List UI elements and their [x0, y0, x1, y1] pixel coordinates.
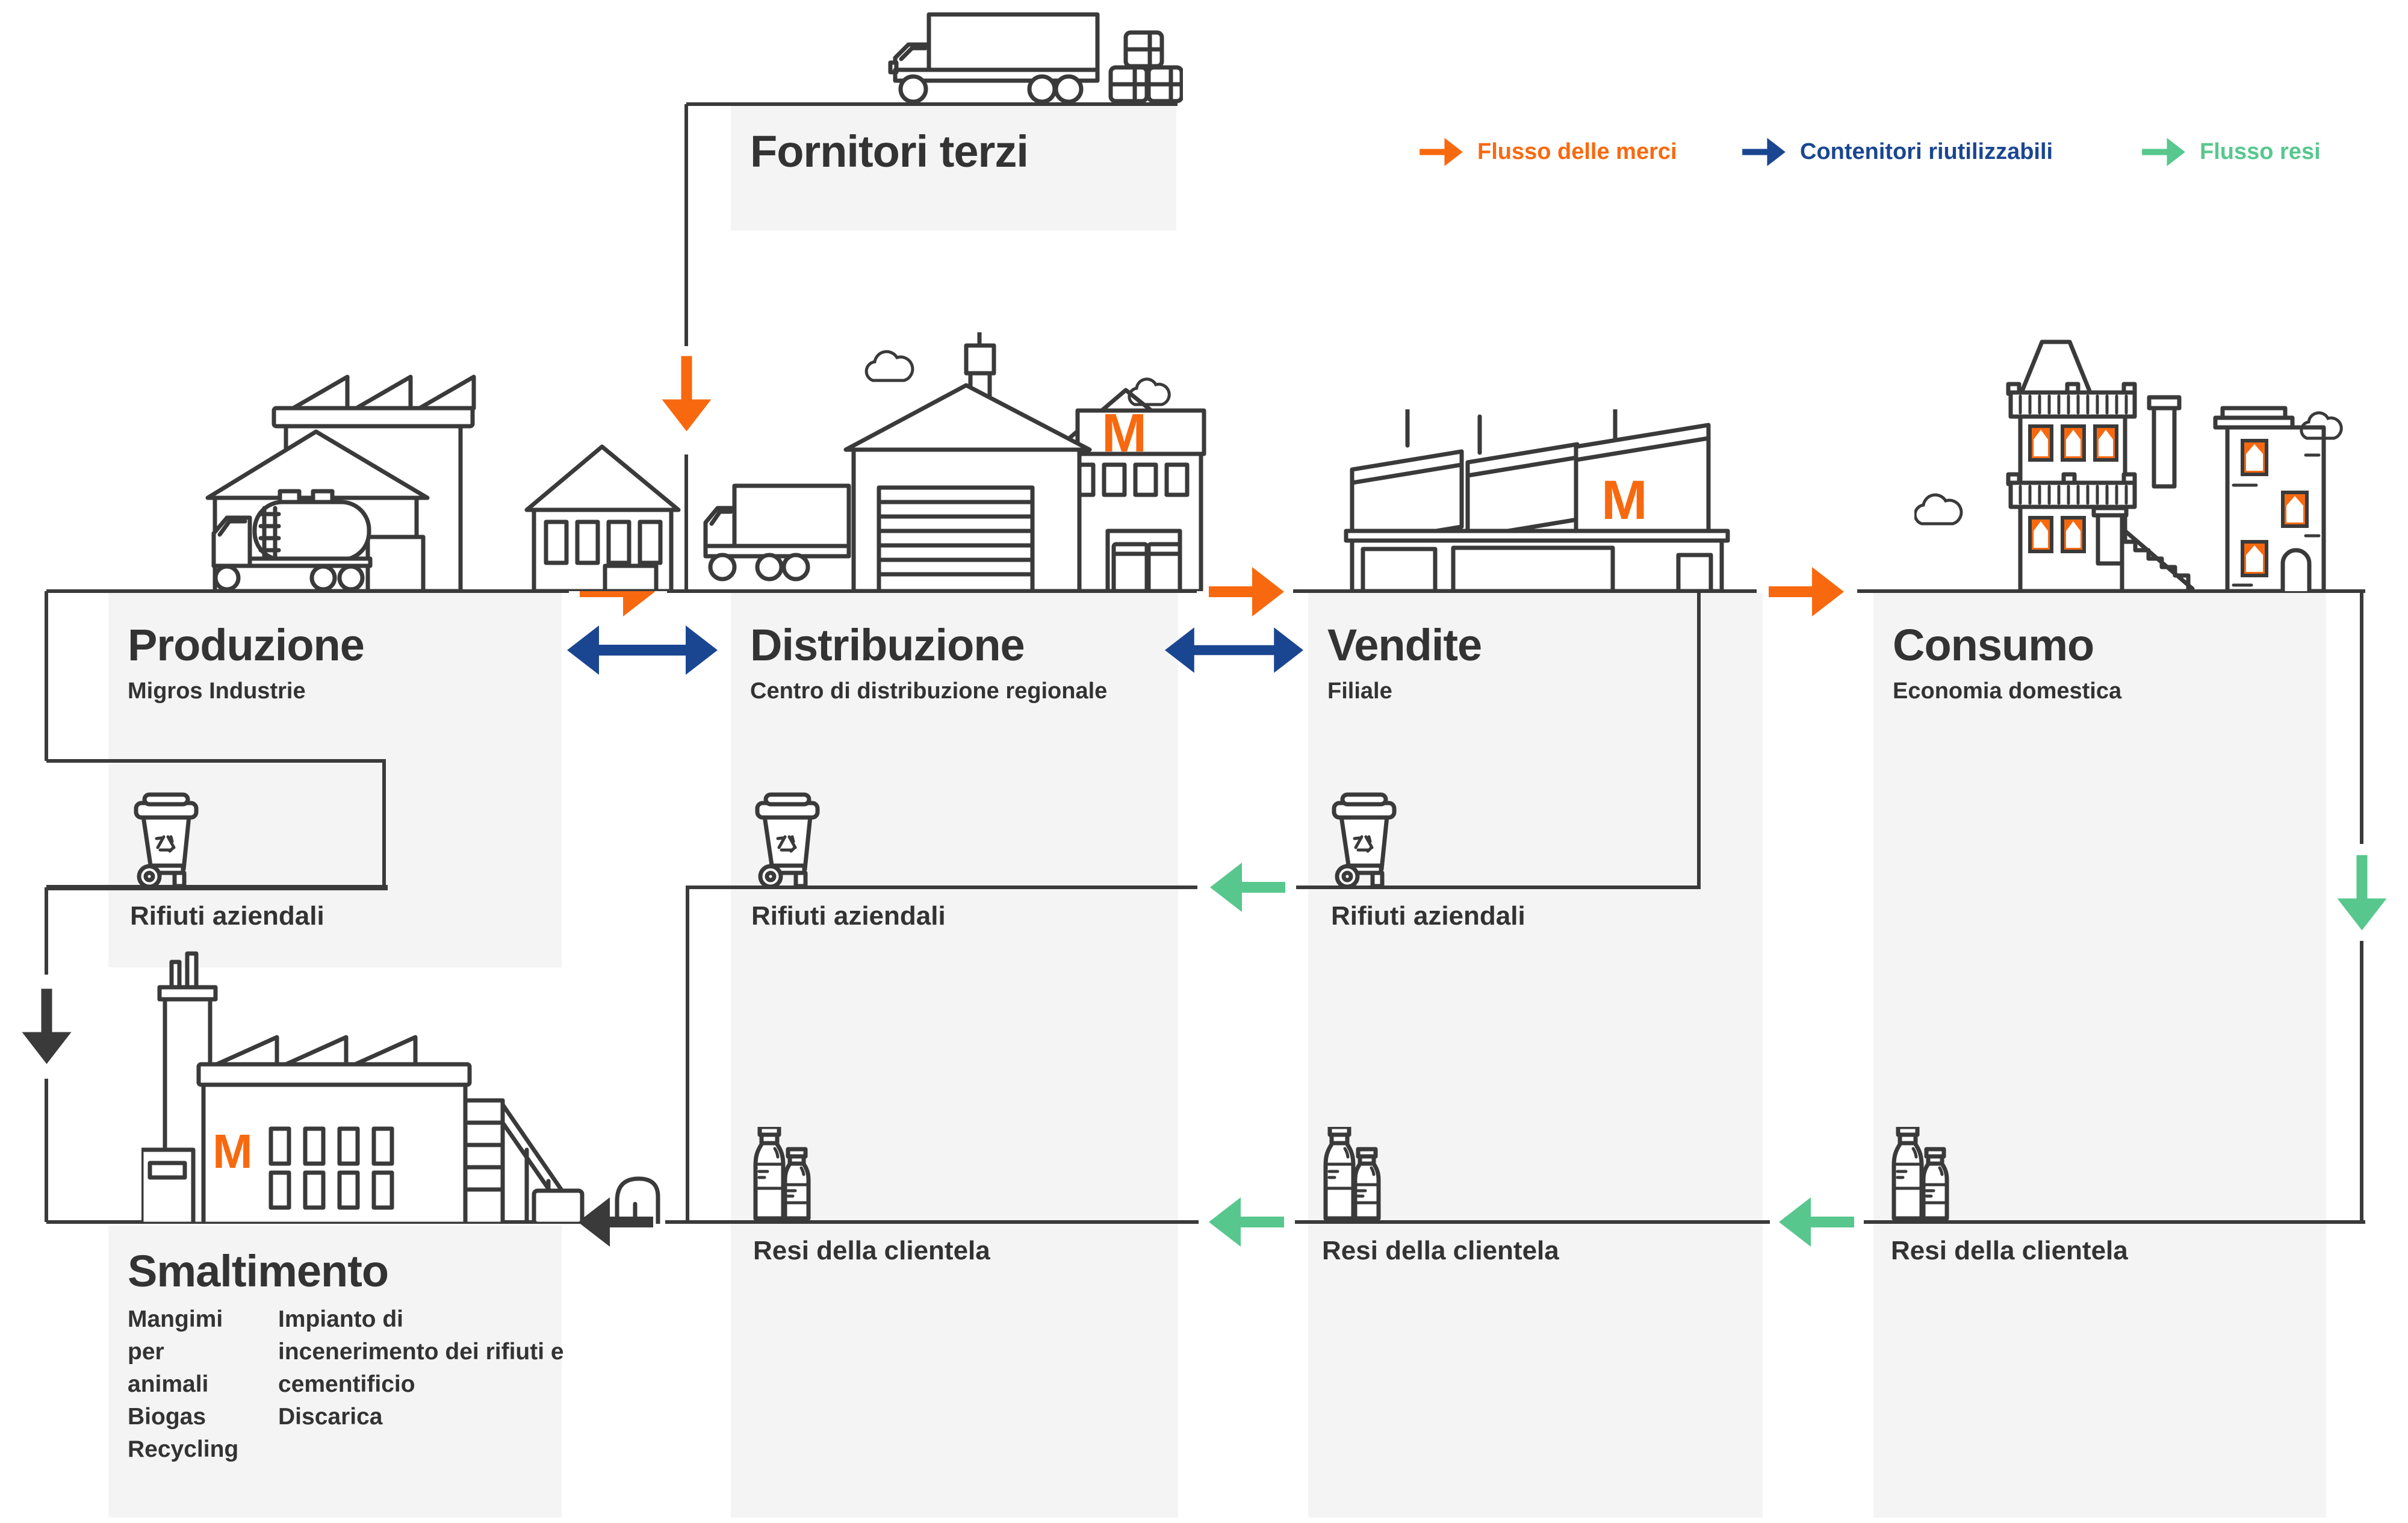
- distribuzione-title: Distribuzione: [750, 620, 1025, 670]
- panel-consumo: [1873, 593, 2326, 1518]
- line-produzione-left-a: [45, 591, 48, 761]
- legend-item-reusable-containers: Contenitori riutilizzabili: [1742, 138, 2053, 166]
- line-vendite-waste: [1296, 886, 1701, 889]
- legend-goods-flow-arrow-icon: [1420, 138, 1463, 166]
- legend-returns-flow-label: Flusso resi: [2200, 139, 2321, 164]
- panel-produzione: [108, 593, 562, 967]
- goods-flow-arrow-suppliers-down-icon: [662, 356, 712, 432]
- reusable-containers-arrow-distribuzione-vendite-icon: [1165, 625, 1303, 675]
- legend-goods-flow-label: Flusso delle merci: [1477, 139, 1677, 164]
- distribuzione-return-bottles-icon: [752, 1127, 812, 1222]
- distribuzione-subtitle: Centro di distribuzione regionale: [750, 678, 1108, 704]
- smaltimento-output-item: Biogas: [128, 1404, 206, 1430]
- line-returns-distribuzione: [665, 1220, 1199, 1224]
- vendite-title: Vendite: [1327, 620, 1482, 670]
- returns-arrow-consumo-vendite-icon: [1779, 1197, 1854, 1247]
- line-produzione-waste-drop: [382, 761, 386, 887]
- legend-reusable-containers-arrow-icon: [1742, 138, 1786, 166]
- line-ground-produzione: [46, 589, 569, 593]
- distribuzione-returns-label: Resi della clientela: [753, 1236, 990, 1265]
- produzione-factory-icon: M: [190, 374, 683, 591]
- vendite-store-icon: M: [1341, 409, 1733, 591]
- smaltimento-outputs-left: Mangimi per animali Biogas Recycling: [128, 1303, 239, 1466]
- consumo-return-bottles-icon: [1890, 1127, 1950, 1222]
- line-produzione-left-b: [45, 887, 48, 975]
- panel-fornitori: [731, 106, 1176, 231]
- line-suppliers-top: [686, 102, 1178, 106]
- distribuzione-warehouse-icon: M: [692, 332, 1210, 591]
- produzione-waste-bin-icon: [130, 792, 201, 887]
- smaltimento-output-item: Discarica: [278, 1404, 383, 1430]
- panel-vendite: [1308, 593, 1763, 1518]
- produzione-title: Produzione: [128, 620, 365, 670]
- line-distribuzione-waste: [686, 886, 1197, 889]
- legend-item-goods-flow: Flusso delle merci: [1420, 138, 1677, 166]
- returns-arrow-consumo-down-icon: [2337, 855, 2387, 931]
- smaltimento-plant-icon: M: [141, 951, 749, 1224]
- smaltimento-m-logo: M: [213, 1124, 253, 1178]
- line-ground-distribuzione: [667, 589, 1197, 593]
- vendite-subtitle: Filiale: [1327, 678, 1392, 704]
- returns-arrow-vendite-distribuzione-icon: [1209, 1197, 1284, 1247]
- vendite-returns-label: Resi della clientela: [1322, 1236, 1559, 1265]
- line-produzione-left-c: [45, 1079, 48, 1222]
- consumo-title: Consumo: [1893, 620, 2094, 670]
- goods-flow-arrow-distribuzione-vendite-icon: [1209, 567, 1284, 616]
- panel-smaltimento: [108, 1226, 562, 1518]
- line-consumo-right-b: [2360, 941, 2363, 1222]
- line-suppliers-down-a: [684, 104, 688, 346]
- goods-flow-arrow-vendite-consumo-icon: [1769, 567, 1844, 616]
- line-suppliers-down-b: [684, 454, 688, 591]
- consumo-houses-icon: [1914, 337, 2348, 591]
- consumo-returns-label: Resi della clientela: [1891, 1236, 2128, 1265]
- waste-arrow-produzione-smaltimento-icon: [22, 988, 72, 1064]
- line-ground-vendite: [1293, 589, 1757, 593]
- line-produzione-waste-upper: [46, 759, 386, 763]
- legend-item-returns-flow: Flusso resi: [2142, 138, 2321, 166]
- vendite-waste-label: Rifiuti aziendali: [1331, 901, 1525, 931]
- line-distribuzione-waste-drop: [686, 887, 689, 1222]
- distribuzione-waste-bin-icon: [751, 792, 822, 887]
- returns-arrow-vendite-waste-icon: [1210, 863, 1285, 912]
- distribuzione-waste-label: Rifiuti aziendali: [751, 901, 946, 931]
- smaltimento-output-item: Mangimi per animali: [128, 1306, 223, 1397]
- line-vendite-waste-drop: [1697, 591, 1701, 887]
- vendite-waste-bin-icon: [1328, 792, 1399, 887]
- smaltimento-output-item: Recycling: [128, 1436, 239, 1462]
- line-produzione-waste: [46, 885, 388, 890]
- produzione-waste-label: Rifiuti aziendali: [130, 901, 324, 931]
- fornitori-title: Fornitori terzi: [750, 126, 1029, 176]
- line-ground-consumo: [1857, 589, 2365, 593]
- vendite-m-logo: M: [1601, 470, 1648, 531]
- smaltimento-output-item: Impianto di incenerimento dei rifiuti e …: [278, 1306, 564, 1397]
- line-returns-vendite: [1295, 1220, 1770, 1224]
- smaltimento-outputs-right: Impianto di incenerimento dei rifiuti e …: [278, 1303, 567, 1433]
- produzione-subtitle: Migros Industrie: [128, 678, 306, 704]
- distribuzione-m-logo: M: [1102, 403, 1147, 464]
- suppliers-truck-icon: [858, 10, 1183, 105]
- legend-reusable-containers-label: Contenitori riutilizzabili: [1800, 139, 2053, 164]
- legend-returns-flow-arrow-icon: [2142, 138, 2185, 166]
- reusable-containers-arrow-produzione-distribuzione-icon: [567, 625, 718, 675]
- line-returns-consumo: [1864, 1220, 2365, 1224]
- line-consumo-right-a: [2360, 591, 2363, 844]
- panel-distribuzione: [731, 593, 1178, 1518]
- vendite-return-bottles-icon: [1322, 1127, 1382, 1222]
- smaltimento-title: Smaltimento: [128, 1246, 389, 1296]
- consumo-subtitle: Economia domestica: [1893, 678, 2122, 704]
